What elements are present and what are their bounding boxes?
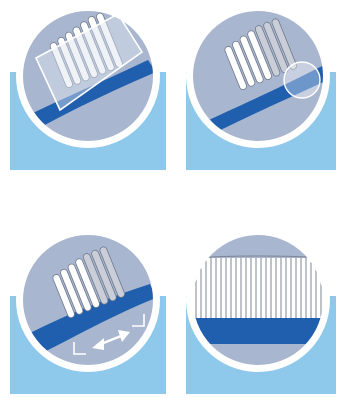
highlight-spot	[283, 61, 321, 99]
protective-cap	[34, 12, 144, 112]
bristles	[52, 246, 125, 319]
bristles	[49, 12, 123, 89]
bristle-block	[192, 258, 324, 320]
brush-handle	[22, 284, 154, 360]
motion-arrow-icon	[73, 314, 145, 355]
panel-3	[10, 228, 166, 394]
brush-handle	[22, 60, 154, 140]
brush-handle	[192, 318, 324, 344]
brush-handle	[192, 64, 324, 142]
panel-4	[186, 228, 336, 394]
bristles	[195, 258, 322, 320]
panel-1	[10, 4, 166, 170]
bristles	[224, 18, 297, 91]
panel-2	[186, 4, 336, 170]
